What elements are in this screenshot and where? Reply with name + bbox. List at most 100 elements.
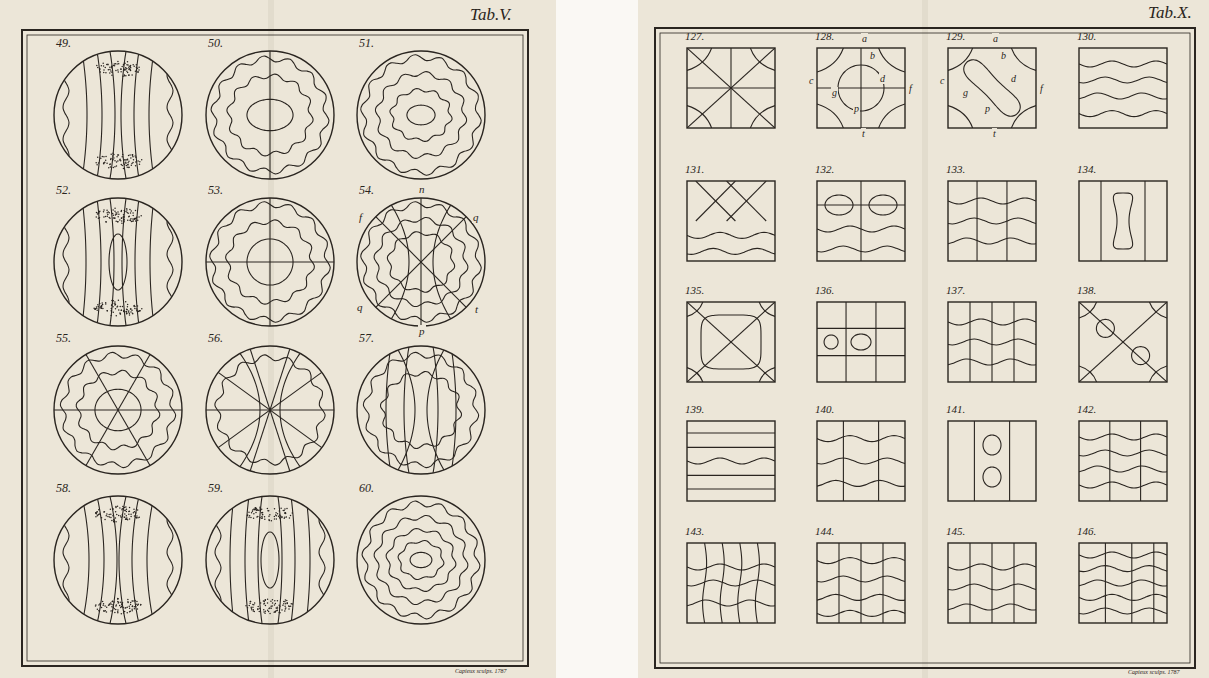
point-letter: c bbox=[939, 76, 945, 86]
figure-number: 51. bbox=[359, 37, 374, 49]
plate-outline bbox=[1079, 421, 1167, 501]
point-letter: t bbox=[861, 128, 866, 139]
figure-number: 134. bbox=[1077, 163, 1096, 175]
point-letter: p bbox=[853, 103, 860, 114]
engraver-signature: Capieux sculps. 1787 bbox=[455, 668, 507, 674]
point-letter: f bbox=[908, 83, 913, 94]
nodal-lines bbox=[48, 349, 189, 471]
fold bbox=[922, 0, 928, 678]
figure-number: 132. bbox=[815, 164, 834, 175]
figure-number: 56. bbox=[208, 332, 223, 344]
plate-outline bbox=[54, 496, 182, 624]
figure-number: 58. bbox=[56, 481, 71, 495]
point-letter: t bbox=[992, 128, 997, 139]
figure-number: 143. bbox=[685, 526, 704, 537]
plate-outline bbox=[357, 51, 485, 179]
point-letter: a bbox=[861, 33, 868, 44]
point-letter: c bbox=[808, 76, 814, 86]
plate-outline bbox=[817, 48, 905, 128]
plate-outline bbox=[54, 346, 182, 474]
figure-number: 55. bbox=[56, 332, 71, 344]
point-letter: n bbox=[418, 184, 426, 195]
plate-outline bbox=[948, 48, 1036, 128]
fold bbox=[268, 0, 274, 678]
figure-number: 139. bbox=[685, 403, 704, 415]
figure-number: 52. bbox=[56, 183, 71, 197]
figure-number: 49. bbox=[56, 36, 71, 50]
figure-number: 138. bbox=[1077, 284, 1096, 296]
point-letter: q bbox=[356, 301, 364, 313]
plate-outline bbox=[206, 198, 334, 326]
point-letter: f bbox=[1039, 83, 1044, 94]
point-letter: d bbox=[1010, 73, 1017, 84]
figure-number: 139. bbox=[685, 404, 704, 415]
plate-title: Tab.X. bbox=[1148, 4, 1192, 21]
figure-number: 142. bbox=[1077, 403, 1096, 415]
point-letter: p bbox=[418, 325, 426, 337]
plate-outline bbox=[54, 198, 182, 326]
nodal-lines bbox=[687, 181, 775, 254]
point-letter: a bbox=[992, 33, 999, 44]
plate-outline bbox=[948, 543, 1036, 623]
figure-number: 136. bbox=[815, 285, 834, 296]
point-letter: g bbox=[962, 87, 969, 98]
nodal-lines bbox=[200, 343, 341, 477]
figure-number: 131. bbox=[685, 164, 704, 175]
plate-outline bbox=[687, 543, 775, 623]
plate-title: Tab.V. bbox=[470, 6, 512, 23]
point-letter: g bbox=[831, 88, 838, 98]
figure-number: 144. bbox=[815, 526, 834, 537]
nodal-lines bbox=[361, 192, 481, 333]
figure-number: 137. bbox=[946, 285, 965, 296]
plate-outline bbox=[687, 181, 775, 261]
figure-number: 54. bbox=[359, 184, 374, 196]
nodal-lines bbox=[63, 490, 173, 631]
plate-frame bbox=[655, 28, 1195, 668]
point-letter: c bbox=[808, 75, 814, 86]
figure-number: 60. bbox=[359, 481, 374, 495]
point-letter: b bbox=[869, 51, 876, 61]
nodal-lines bbox=[1101, 181, 1145, 261]
plate-outline bbox=[1079, 543, 1167, 623]
point-letter: p bbox=[984, 103, 991, 114]
figure-number: 53. bbox=[208, 183, 223, 197]
nodal-lines bbox=[687, 543, 775, 623]
point-letter: a bbox=[861, 34, 868, 44]
point-letter: p bbox=[853, 104, 860, 114]
figure-number: 136. bbox=[815, 284, 834, 296]
point-letter: f bbox=[908, 84, 913, 94]
point-letter: q bbox=[356, 302, 364, 313]
engraver-signature: Capieux sculps. 1787 bbox=[455, 668, 507, 674]
figure-number: 128. bbox=[815, 30, 834, 42]
figure-number: 59. bbox=[208, 482, 223, 494]
plate-outline bbox=[817, 543, 905, 623]
plate-outline bbox=[357, 346, 485, 474]
plate-outline bbox=[687, 302, 775, 382]
figure-number: 141. bbox=[946, 403, 965, 415]
nodal-lines bbox=[1079, 61, 1167, 117]
plate-outline bbox=[948, 302, 1036, 382]
point-letter: p bbox=[984, 104, 991, 114]
figure-number: 145. bbox=[946, 525, 965, 537]
figure-number: 130. bbox=[1077, 31, 1096, 42]
point-letter: b bbox=[1000, 50, 1007, 61]
figure-number: 52. bbox=[56, 184, 71, 196]
figure-number: 57. bbox=[359, 331, 374, 345]
figure-number: 135. bbox=[685, 284, 704, 296]
nodal-lines bbox=[817, 181, 905, 261]
nodal-lines bbox=[817, 302, 905, 382]
plate-outline bbox=[1079, 48, 1167, 128]
engraver-signature: Capieux sculps. 1787 bbox=[1128, 669, 1180, 675]
point-letter: g bbox=[831, 87, 838, 98]
nodal-lines bbox=[687, 433, 775, 489]
point-letter: q bbox=[472, 212, 480, 223]
nodal-lines bbox=[817, 48, 905, 128]
nodal-lines bbox=[1079, 302, 1167, 382]
figure-number: 54. bbox=[359, 183, 374, 197]
nodal-lines bbox=[817, 543, 905, 623]
nodal-lines bbox=[948, 302, 1036, 382]
plate-title: Tab.X. bbox=[1148, 3, 1192, 22]
figure-number: 138. bbox=[1077, 285, 1096, 296]
